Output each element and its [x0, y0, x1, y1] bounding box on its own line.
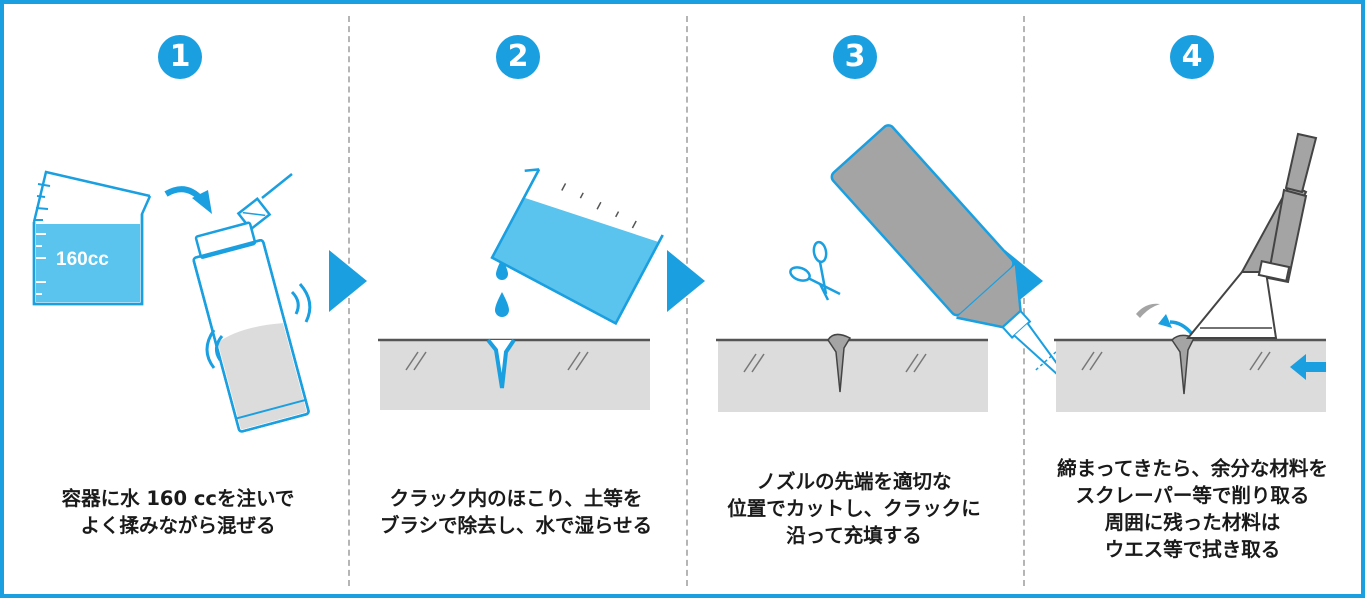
caption-line: よく揉みながら混ぜる: [80, 514, 276, 537]
caption-line: ノズルの先端を適切な: [756, 470, 952, 493]
step-1-caption: 容器に水 160 ccを注いで よく揉みながら混ぜる: [18, 485, 338, 539]
caption-line: ブラシで除去し、水で湿らせる: [379, 514, 653, 537]
step-2-number: 2: [496, 35, 540, 79]
scraped-chip: [1136, 303, 1160, 318]
ground-hatch: [405, 351, 589, 371]
caption-line: 沿って充填する: [786, 524, 922, 547]
step-3-number: 3: [833, 35, 877, 79]
caption-line: 容器に水 160 ccを注いで: [61, 487, 295, 510]
ground-block: [380, 340, 650, 410]
measure-label: 160cc: [56, 249, 109, 270]
caption-line: スクレーパー等で削り取る: [1075, 484, 1310, 507]
beaker-icon: 160cc: [32, 170, 152, 306]
ground-block: [718, 340, 988, 412]
step-3-illustration: [716, 124, 1064, 412]
nozzle-bottle-icon: [830, 124, 1064, 376]
ground-hatch: [743, 353, 927, 373]
step-3-caption: ノズルの先端を適切な 位置でカットし、クラックに 沿って充填する: [694, 468, 1014, 549]
step-2-illustration: [378, 168, 664, 410]
scraper-icon: [1185, 132, 1318, 339]
flow-arrow-icon: [667, 250, 705, 312]
ground-hatch: [1081, 351, 1271, 371]
drop-icon: [495, 258, 509, 317]
cap-icon: [236, 173, 293, 232]
shake-marks-icon: [205, 283, 312, 369]
step-4-caption: 締まってきたら、余分な材料を スクレーパー等で削り取る 周囲に残った材料は ウエ…: [1030, 455, 1355, 563]
beaker-icon: [490, 168, 664, 326]
caption-line: 周囲に残った材料は: [1104, 511, 1281, 534]
bottle-icon: [192, 221, 310, 433]
caption-line: 位置でカットし、クラックに: [727, 497, 981, 520]
step-1-illustration: 160cc: [32, 170, 312, 433]
arrow-curved-icon: [1158, 314, 1194, 336]
step-1-number: 1: [158, 35, 202, 79]
step-4-number: 4: [1170, 35, 1214, 79]
caption-line: クラック内のほこり、土等を: [389, 487, 643, 510]
caption-line: 締まってきたら、余分な材料を: [1057, 457, 1328, 480]
step-4-illustration: [1054, 132, 1326, 412]
caption-line: ウエス等で拭き取る: [1104, 538, 1281, 561]
step-2-caption: クラック内のほこり、土等を ブラシで除去し、水で湿らせる: [356, 485, 676, 539]
scissors-icon: [789, 240, 841, 301]
flow-arrow-icon: [329, 250, 367, 312]
arrow-left-icon: [1290, 354, 1326, 380]
arrow-curved-icon: [164, 186, 212, 214]
ground-block: [1056, 340, 1326, 412]
